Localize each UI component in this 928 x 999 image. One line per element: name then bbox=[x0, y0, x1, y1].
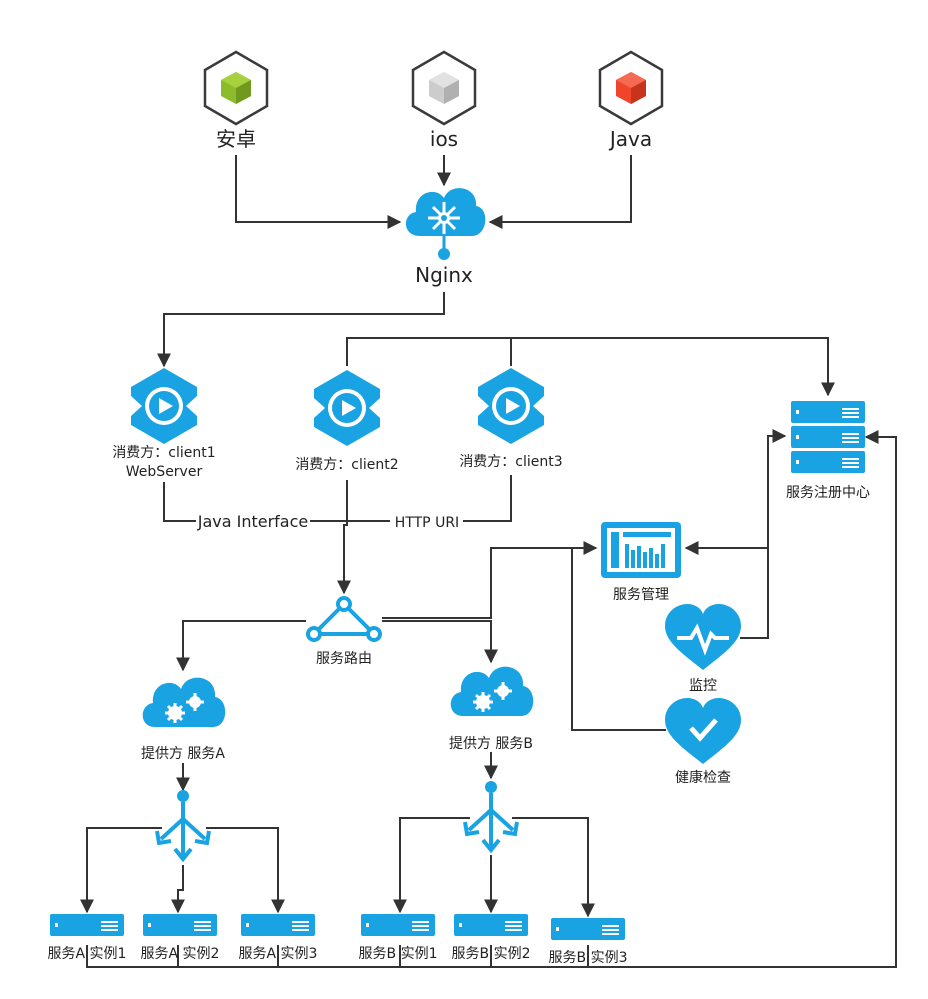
server-icon bbox=[143, 914, 217, 936]
provider-a-label: 提供方 服务A bbox=[141, 746, 225, 762]
instance-b3 bbox=[551, 918, 625, 940]
consumer-client1 bbox=[131, 368, 197, 444]
router-label: 服务路由 bbox=[316, 651, 372, 667]
server-icon bbox=[241, 914, 315, 936]
client-android bbox=[203, 50, 269, 126]
cloud-network-icon bbox=[405, 188, 486, 260]
balancer-b-node bbox=[463, 779, 519, 852]
split-arrows-icon bbox=[463, 779, 519, 852]
play-hexagon-icon bbox=[478, 368, 544, 444]
consumer-client2 bbox=[314, 370, 380, 446]
play-hexagon-icon bbox=[314, 370, 380, 446]
heart-pulse-icon bbox=[665, 604, 741, 670]
consumer-client3 bbox=[478, 368, 544, 444]
consumer-client2-label: 消费方：client2 bbox=[295, 457, 398, 473]
provider-a-node bbox=[141, 676, 227, 729]
instance-b2 bbox=[454, 914, 528, 936]
consumer-client1-sublabel: WebServer bbox=[126, 464, 203, 480]
client-android-label: 安卓 bbox=[216, 127, 256, 151]
play-hexagon-icon bbox=[131, 368, 197, 444]
router-node bbox=[306, 596, 382, 642]
client-java-label: Java bbox=[608, 127, 652, 151]
split-arrows-icon bbox=[155, 788, 211, 861]
instance-a3 bbox=[241, 914, 315, 936]
nginx-label: Nginx bbox=[415, 263, 473, 287]
instance-a3-label: 服务A 实例3 bbox=[239, 946, 318, 962]
client-ios-label: ios bbox=[430, 127, 458, 151]
server-stack-icon bbox=[791, 401, 865, 473]
health-check-node bbox=[665, 698, 741, 764]
server-icon bbox=[361, 914, 435, 936]
management-label: 服务管理 bbox=[613, 587, 669, 603]
client-java bbox=[598, 50, 664, 126]
instance-a2-label: 服务A 实例2 bbox=[141, 946, 220, 962]
instance-a1 bbox=[50, 914, 124, 936]
instance-b2-label: 服务B 实例2 bbox=[452, 946, 531, 962]
management-node bbox=[601, 522, 681, 578]
instance-a1-label: 服务A 实例1 bbox=[48, 946, 127, 962]
edge-label-java-interface: Java Interface bbox=[197, 512, 309, 531]
instance-a2 bbox=[143, 914, 217, 936]
nginx-node bbox=[405, 188, 486, 260]
balancer-a-node bbox=[155, 788, 211, 861]
cloud-gears-icon bbox=[449, 665, 535, 718]
instance-b1 bbox=[361, 914, 435, 936]
instance-b1-label: 服务B 实例1 bbox=[359, 946, 438, 962]
dashboard-icon bbox=[601, 522, 681, 578]
consumer-client1-label: 消费方：client1 bbox=[112, 445, 215, 461]
edge-label-http-uri: HTTP URI bbox=[395, 515, 459, 531]
client-ios bbox=[411, 50, 477, 126]
cloud-gears-icon bbox=[141, 676, 227, 729]
registry-label: 服务注册中心 bbox=[786, 485, 870, 501]
provider-b-label: 提供方 服务B bbox=[449, 736, 533, 752]
monitor-node bbox=[665, 604, 741, 670]
triangle-network-icon bbox=[306, 596, 382, 642]
instance-b3-label: 服务B 实例3 bbox=[549, 950, 628, 966]
server-icon bbox=[50, 914, 124, 936]
heart-check-icon bbox=[665, 698, 741, 764]
monitor-label: 监控 bbox=[689, 678, 717, 694]
edges bbox=[80, 155, 897, 968]
provider-b-node bbox=[449, 665, 535, 718]
server-icon bbox=[551, 918, 625, 940]
registry-node bbox=[791, 401, 865, 473]
consumer-client3-label: 消费方：client3 bbox=[459, 454, 562, 470]
server-icon bbox=[454, 914, 528, 936]
health-check-label: 健康检查 bbox=[675, 769, 731, 786]
